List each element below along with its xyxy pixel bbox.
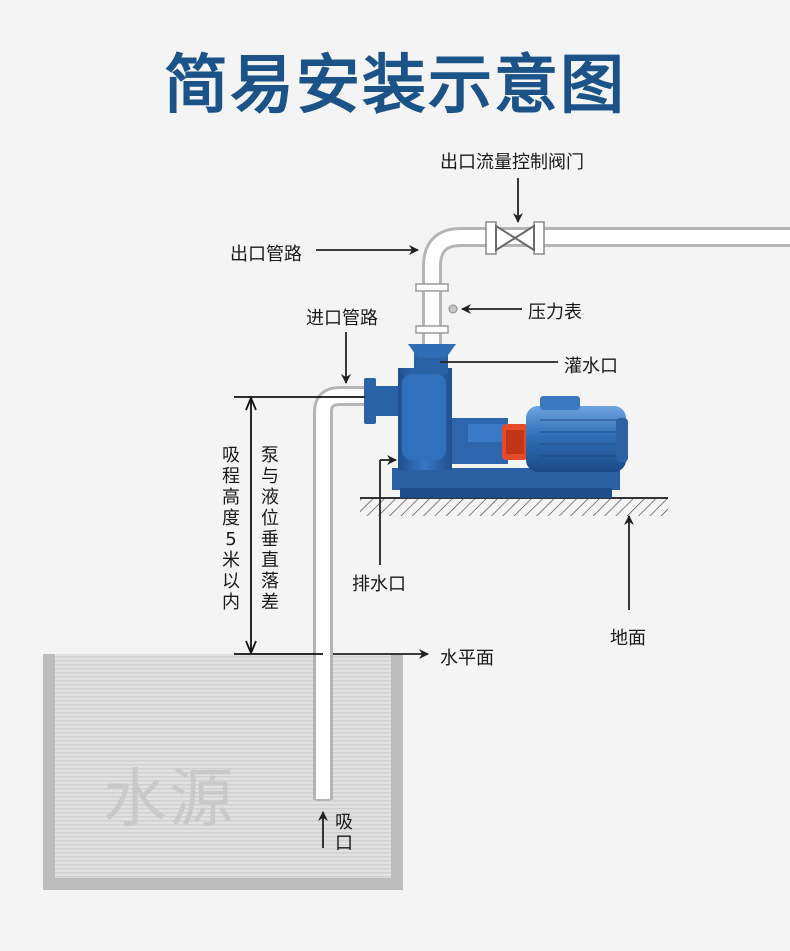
- dimension-lines: [234, 395, 365, 656]
- pump-icon: [364, 344, 628, 498]
- suction-port-label: 吸口: [335, 812, 353, 854]
- priming-port-label: 灌水口: [564, 356, 618, 377]
- pressure-gauge-icon: [448, 304, 458, 314]
- outlet-pipe-label: 出口管路: [230, 244, 302, 265]
- outlet-valve-label: 出口流量控制阀门: [440, 152, 584, 173]
- water-tank: [43, 654, 403, 890]
- vertical-drop-label: 泵与液位垂直落差: [261, 445, 279, 613]
- pressure-gauge-label: 压力表: [528, 302, 582, 323]
- valve-icon: [485, 221, 545, 255]
- page-title: 简易安装示意图: [164, 49, 626, 123]
- water-source-label: 水源: [103, 763, 235, 837]
- water-level-label: 水平面: [440, 648, 494, 669]
- inlet-pipe-label: 进口管路: [306, 308, 378, 329]
- ground-label: 地面: [610, 628, 646, 649]
- outlet-pipe: [415, 227, 790, 348]
- suction-pipe: [313, 386, 365, 801]
- pointer-arrows: [316, 178, 634, 848]
- drain-port-label: 排水口: [352, 574, 406, 595]
- ground-platform: [360, 497, 668, 516]
- suction-height-label: 吸程高度5米以内: [222, 445, 240, 613]
